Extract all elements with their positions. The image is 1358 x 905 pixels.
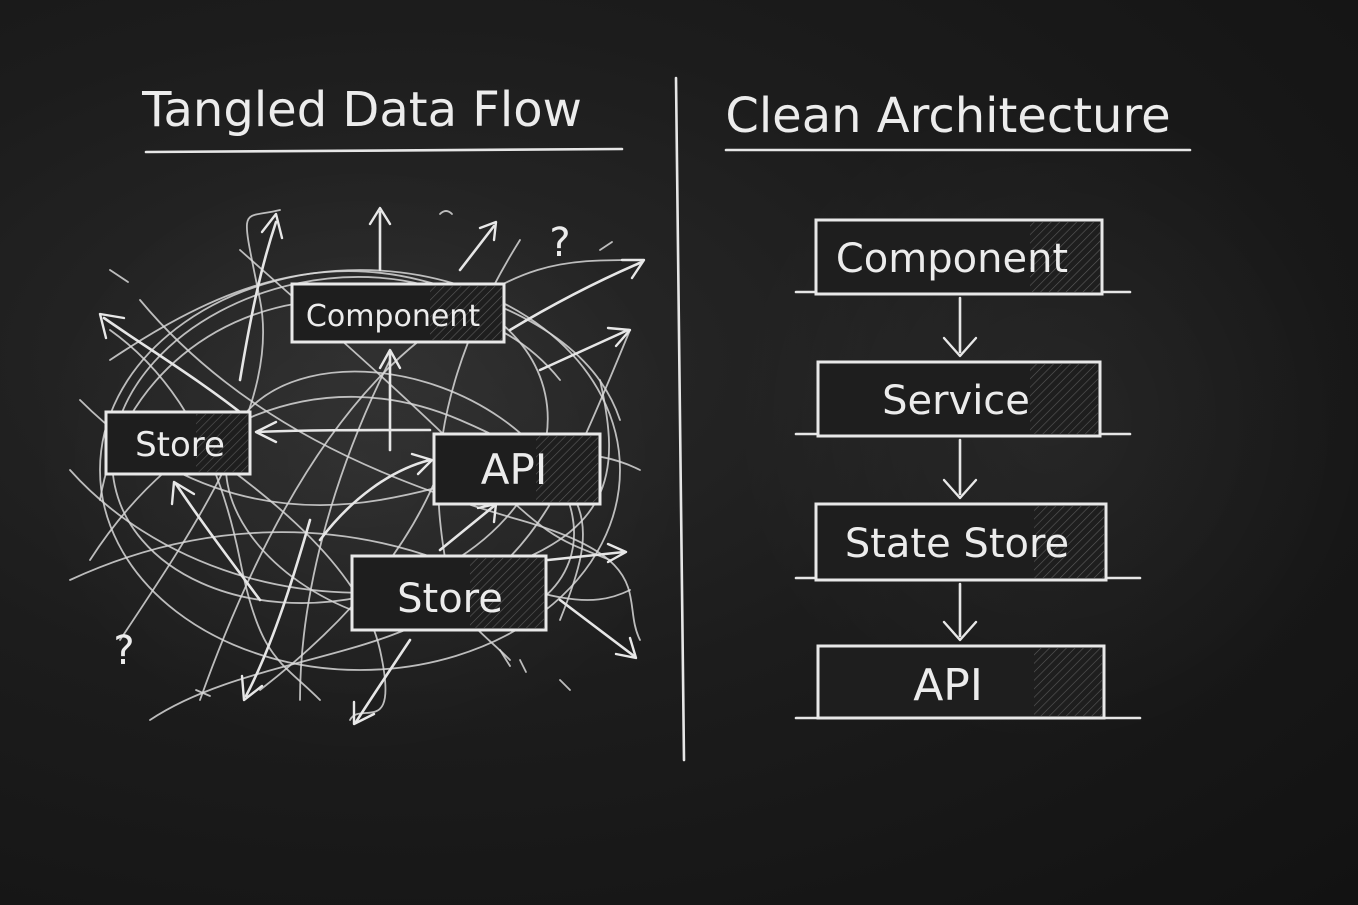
arrow-line	[256, 428, 432, 434]
arrow-line	[238, 220, 278, 382]
arrow-head	[98, 312, 126, 340]
question-mark: ?	[113, 628, 134, 674]
arrow-head	[378, 348, 402, 370]
arrow-line	[558, 598, 636, 658]
panel-divider	[674, 76, 686, 762]
arrow-line	[546, 550, 626, 562]
arrow-line	[538, 328, 630, 372]
arrow-head	[260, 212, 284, 240]
right-node-component: Component	[794, 218, 1132, 296]
arrow-line	[438, 504, 496, 552]
tangle-line	[109, 329, 321, 701]
tangle-loop	[99, 269, 621, 671]
tangle-line	[139, 299, 641, 641]
right-node-label: Service	[882, 378, 1030, 424]
arrow-line	[174, 482, 262, 602]
arrow-line	[318, 458, 432, 542]
right-node-label: State Store	[845, 521, 1069, 567]
tangle-line	[109, 270, 621, 421]
left-node-label: API	[481, 445, 547, 494]
left-node-store-a: Store	[104, 410, 252, 476]
chalk-tick	[109, 269, 129, 283]
left-panel-title: Tangled Data Flow	[141, 82, 582, 138]
left-node-label: Store	[135, 425, 225, 465]
left-node-component: Component	[290, 282, 506, 344]
chalk-tick	[519, 659, 527, 673]
left-node-api: API	[432, 432, 602, 506]
right-node-api: API	[794, 644, 1142, 720]
arrow-line	[508, 260, 644, 332]
question-mark: ?	[549, 220, 570, 266]
tangle-line	[69, 531, 631, 601]
left-node-label: Component	[306, 299, 480, 334]
arrow-head	[410, 452, 434, 476]
right-node-label: Component	[836, 236, 1068, 282]
right-arrow	[942, 438, 978, 500]
tangle-line	[119, 209, 281, 641]
arrow-head	[620, 258, 646, 280]
chalk-tick	[195, 689, 211, 697]
right-arrow	[942, 582, 978, 642]
right-arrow	[942, 296, 978, 358]
left-node-label: Store	[397, 576, 503, 622]
chalk-tick	[599, 241, 613, 251]
arrow-head	[614, 636, 638, 660]
arrow-head	[170, 480, 196, 506]
arrow-line	[458, 224, 496, 272]
left-title-underline	[144, 147, 624, 154]
right-node-state-store: State Store	[794, 502, 1142, 582]
arrow-head	[352, 700, 376, 726]
left-node-store-b: Store	[350, 554, 548, 632]
arrow-head	[254, 420, 278, 444]
chalk-tick	[499, 649, 511, 667]
arrow-head	[368, 206, 392, 226]
right-panel-title: Clean Architecture	[725, 88, 1170, 144]
arrow-head	[606, 326, 632, 348]
arrow-line	[244, 518, 312, 698]
arrow-head	[478, 220, 498, 242]
tangle-line	[199, 259, 641, 701]
chalk-tick	[439, 210, 453, 215]
right-node-label: API	[913, 660, 983, 711]
arrow-head	[606, 542, 628, 564]
right-node-service: Service	[794, 360, 1132, 438]
arrow-line	[102, 316, 252, 422]
arrow-line	[354, 638, 412, 724]
arrow-head	[240, 674, 264, 702]
chalk-tick	[559, 679, 571, 691]
